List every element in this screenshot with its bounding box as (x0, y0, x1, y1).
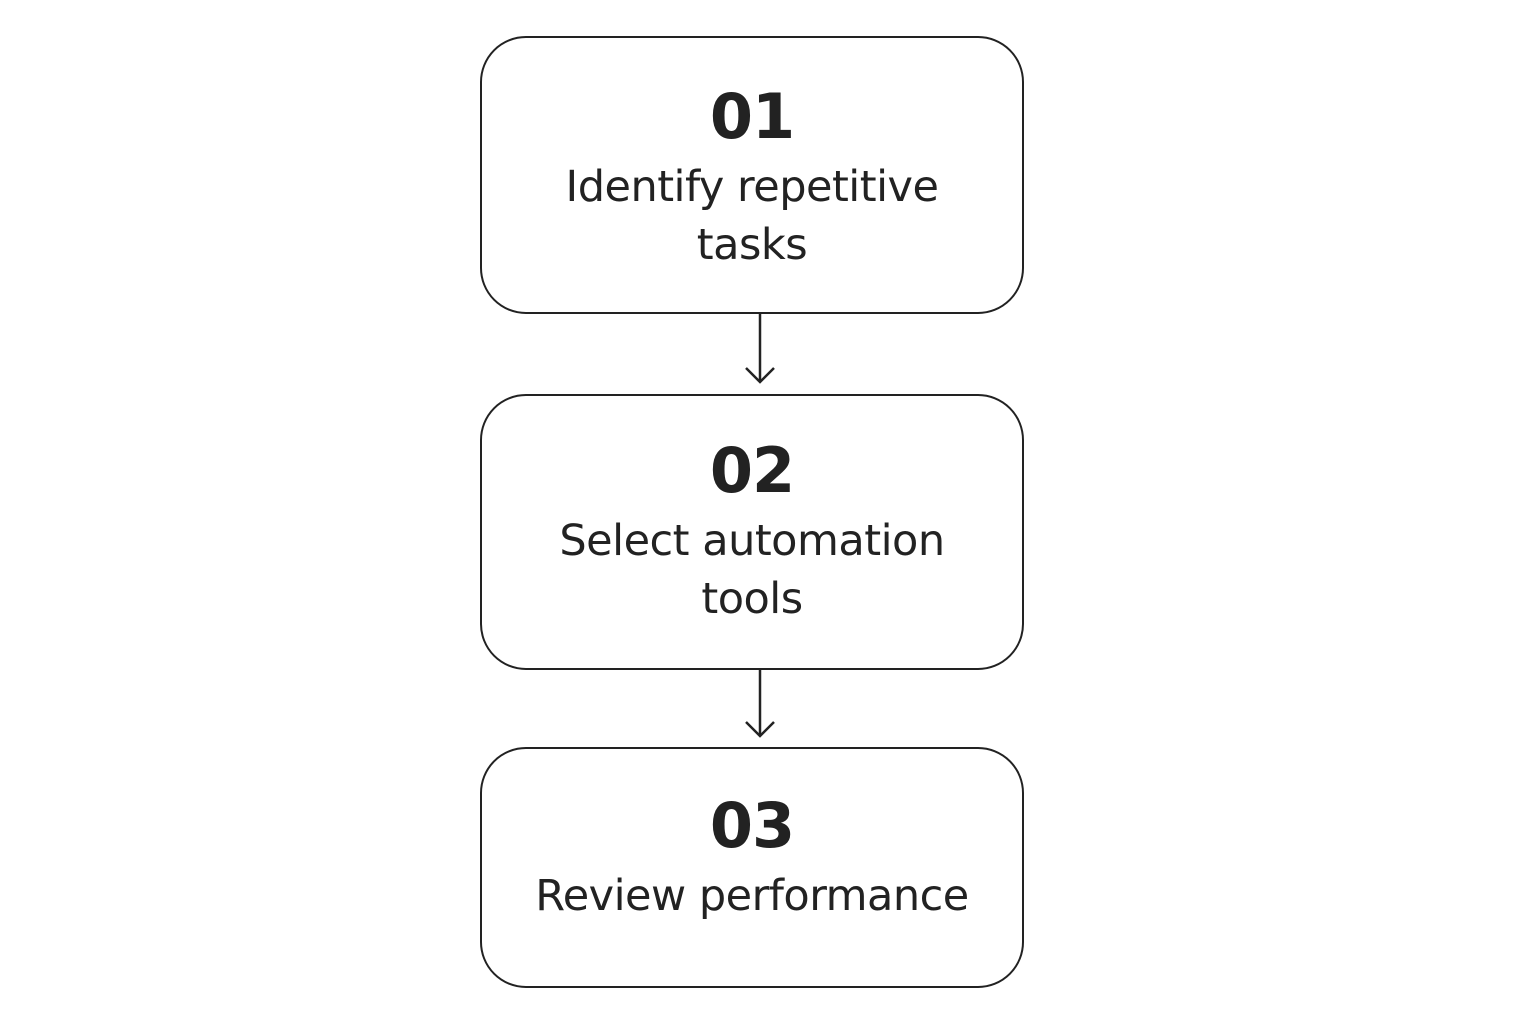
down-arrow-icon (745, 670, 775, 738)
down-arrow-icon (745, 314, 775, 384)
step-label: Select automation tools (559, 516, 945, 624)
step-number: 03 (709, 789, 795, 862)
step-number: 02 (709, 434, 795, 507)
step-label: Identify repetitive tasks (565, 162, 939, 270)
step-box-identify: 01 Identify repetitive tasks (480, 36, 1024, 314)
step-box-review: 03 Review performance (480, 747, 1024, 988)
step-label: Review performance (535, 871, 969, 921)
step-number: 01 (709, 80, 795, 153)
step-box-select: 02 Select automation tools (480, 394, 1024, 670)
